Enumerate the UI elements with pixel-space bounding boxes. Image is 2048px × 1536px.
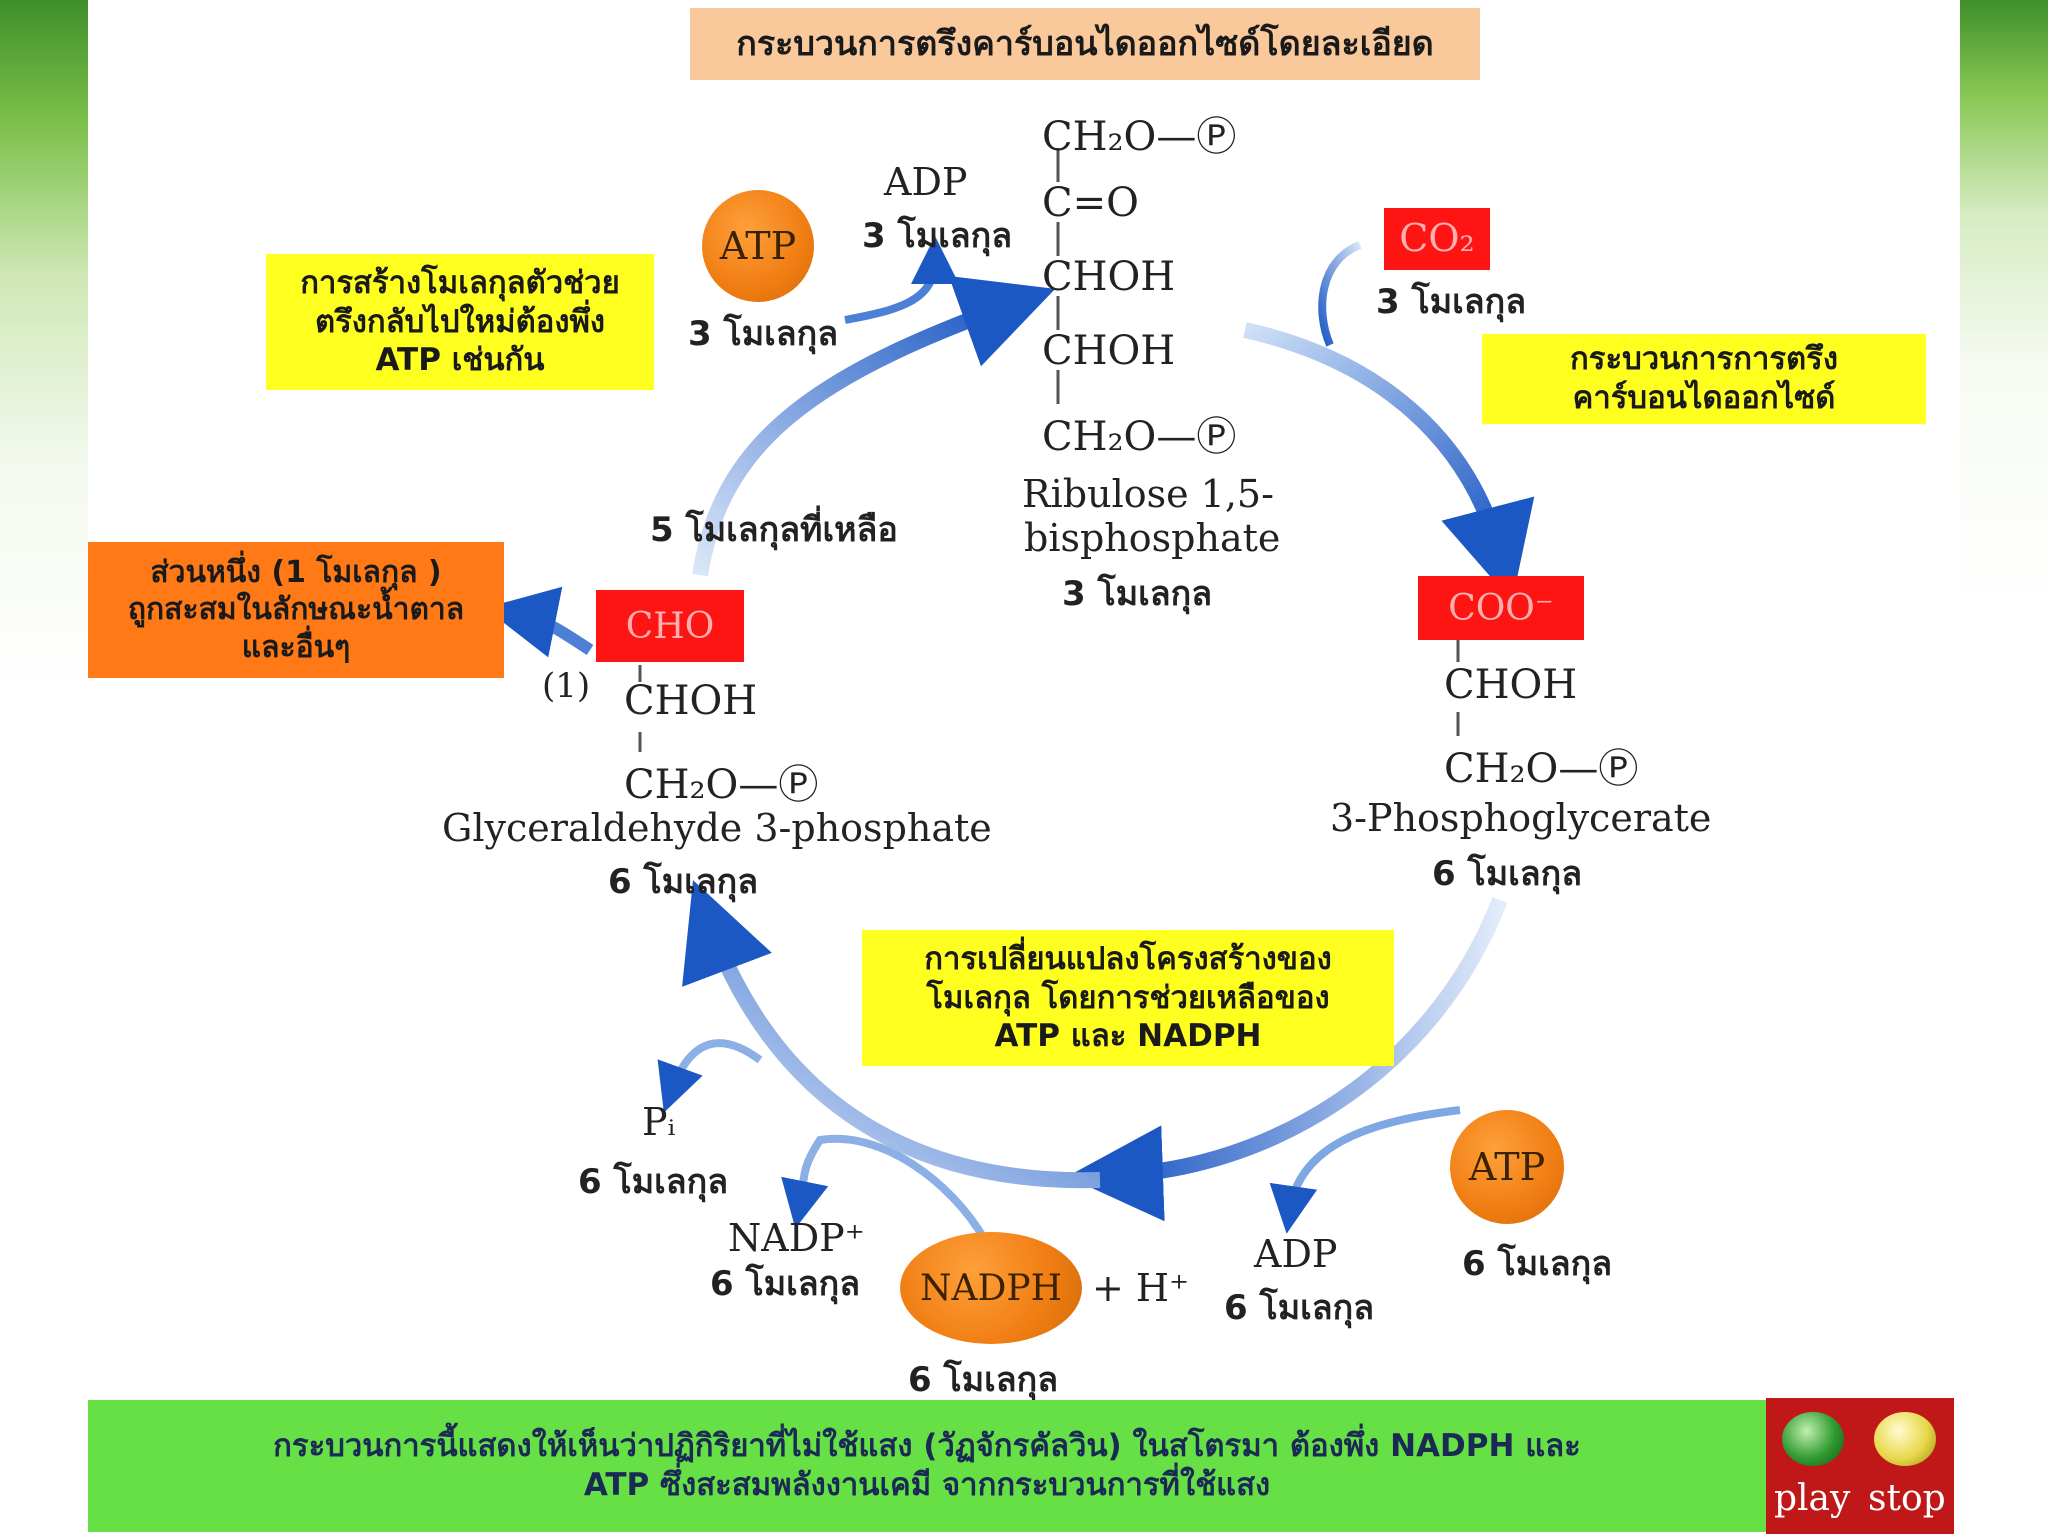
fixation-note-line-1: กระบวนการการตรึง xyxy=(1570,341,1838,378)
rubp-name-1: Ribulose 1,5- xyxy=(1022,472,1274,516)
nadph-ellipse: NADPH xyxy=(900,1232,1082,1344)
adp-bottom-count: 6 โมเลกุล xyxy=(1224,1288,1375,1328)
output-note-line-2: ถูกสะสมในลักษณะน้ำตาล xyxy=(127,592,465,628)
g3p-cho-box: CHO xyxy=(596,590,744,662)
arrow-reduction xyxy=(1067,897,1508,1222)
nadph-h: + H⁺ xyxy=(1092,1266,1190,1310)
rubp-line-2: C=O xyxy=(1042,180,1139,226)
pga-line-2: CHOH xyxy=(1444,662,1578,708)
arrow-atp-in xyxy=(1269,1106,1461,1234)
g3p-line-3: CH₂O—Ⓟ xyxy=(624,762,819,808)
stop-button[interactable]: stop xyxy=(1868,1478,1946,1519)
arrow-output xyxy=(484,586,594,658)
conversion-note-line-3: ATP และ NADPH xyxy=(994,1018,1262,1055)
regeneration-note-line-3: ATP เช่นกัน xyxy=(375,342,545,379)
conversion-note-line-1: การเปลี่ยนแปลงโครงสร้างของ xyxy=(924,940,1332,977)
remaining-label: 5 โมเลกุลที่เหลือ xyxy=(650,510,898,550)
co2-count: 3 โมเลกุล xyxy=(1376,282,1527,322)
arrow-nadph-in xyxy=(781,1134,989,1243)
pga-name: 3-Phosphoglycerate xyxy=(1330,796,1712,840)
fixation-note: กระบวนการการตรึง คาร์บอนไดออกไซด์ xyxy=(1482,334,1926,424)
output-note-line-1: ส่วนหนึ่ง (1 โมเลกุล ) xyxy=(150,554,442,590)
output-note-line-3: และอื่นๆ xyxy=(241,629,351,665)
pi-count: 6 โมเลกุล xyxy=(578,1162,729,1202)
co2-box: CO₂ xyxy=(1384,208,1490,270)
rubp-line-5: CH₂O—Ⓟ xyxy=(1042,414,1237,460)
play-button-ball[interactable] xyxy=(1782,1412,1844,1466)
atp-top-circle: ATP xyxy=(702,190,814,302)
nadph-count: 6 โมเลกุล xyxy=(908,1360,1059,1400)
pga-count: 6 โมเลกุล xyxy=(1432,854,1583,894)
arrow-fixation xyxy=(1243,322,1535,602)
pi-label: Pᵢ xyxy=(642,1100,676,1144)
nadp-count: 6 โมเลกุล xyxy=(710,1264,861,1304)
summary-line-1: กระบวนการนี้แสดงให้เห็นว่าปฏิกิริยาที่ไม… xyxy=(273,1428,1581,1465)
g3p-name: Glyceraldehyde 3-phosphate xyxy=(442,806,992,850)
pga-line-3: CH₂O—Ⓟ xyxy=(1444,746,1639,792)
g3p-count: 6 โมเลกุล xyxy=(608,862,759,902)
nadp-label: NADP⁺ xyxy=(728,1216,865,1260)
conversion-note: การเปลี่ยนแปลงโครงสร้างของ โมเลกุล โดยกา… xyxy=(862,930,1394,1066)
regeneration-note: การสร้างโมเลกุลตัวช่วย ตรึงกลับไปใหม่ต้อ… xyxy=(266,254,654,390)
atp-bottom-circle: ATP xyxy=(1450,1110,1564,1224)
play-button[interactable]: play xyxy=(1774,1478,1851,1519)
right-decor-strip xyxy=(1960,0,2048,1536)
rubp-count: 3 โมเลกุล xyxy=(1062,574,1213,614)
adp-top-count: 3 โมเลกุล xyxy=(862,216,1013,256)
adp-top-label: ADP xyxy=(884,160,968,204)
media-controls: play stop xyxy=(1766,1398,1954,1534)
summary-line-2: ATP ซึ่งสะสมพลังงานเคมี จากกระบวนการที่ใ… xyxy=(583,1467,1271,1503)
rubp-line-3: CHOH xyxy=(1042,254,1176,300)
diagram-title: กระบวนการตรึงคาร์บอนไดออกไซด์โดยละเอียด xyxy=(690,8,1480,80)
rubp-line-4: CHOH xyxy=(1042,328,1176,374)
summary-banner: กระบวนการนี้แสดงให้เห็นว่าปฏิกิริยาที่ไม… xyxy=(88,1400,1766,1532)
pga-coo-box: COO⁻ xyxy=(1418,576,1584,640)
conversion-note-line-2: โมเลกุล โดยการช่วยเหลือของ xyxy=(926,979,1330,1016)
rubp-line-1: CH₂O—Ⓟ xyxy=(1042,114,1237,160)
atp-bottom-count: 6 โมเลกุล xyxy=(1462,1244,1613,1284)
adp-bottom-label: ADP xyxy=(1254,1232,1338,1276)
left-decor-strip xyxy=(0,0,88,1536)
arrow-adp-out xyxy=(844,236,959,324)
g3p-number: (1) xyxy=(542,666,591,706)
fixation-note-line-2: คาร์บอนไดออกไซด์ xyxy=(1572,380,1836,416)
rubp-name-2: bisphosphate xyxy=(1024,516,1281,560)
output-note: ส่วนหนึ่ง (1 โมเลกุล ) ถูกสะสมในลักษณะน้… xyxy=(88,542,504,678)
regeneration-note-line-2: ตรึงกลับไปใหม่ต้องพึ่ง xyxy=(314,303,606,340)
arrow-pi-out xyxy=(657,1039,763,1113)
arrow-co2-in xyxy=(1318,241,1362,347)
atp-top-count: 3 โมเลกุล xyxy=(688,314,839,354)
g3p-line-2: CHOH xyxy=(624,678,758,724)
regeneration-note-line-1: การสร้างโมเลกุลตัวช่วย xyxy=(300,264,620,301)
arrow-regeneration xyxy=(692,275,1056,577)
stop-button-ball[interactable] xyxy=(1874,1412,1936,1466)
arrow-reduction-2 xyxy=(682,880,1101,1189)
